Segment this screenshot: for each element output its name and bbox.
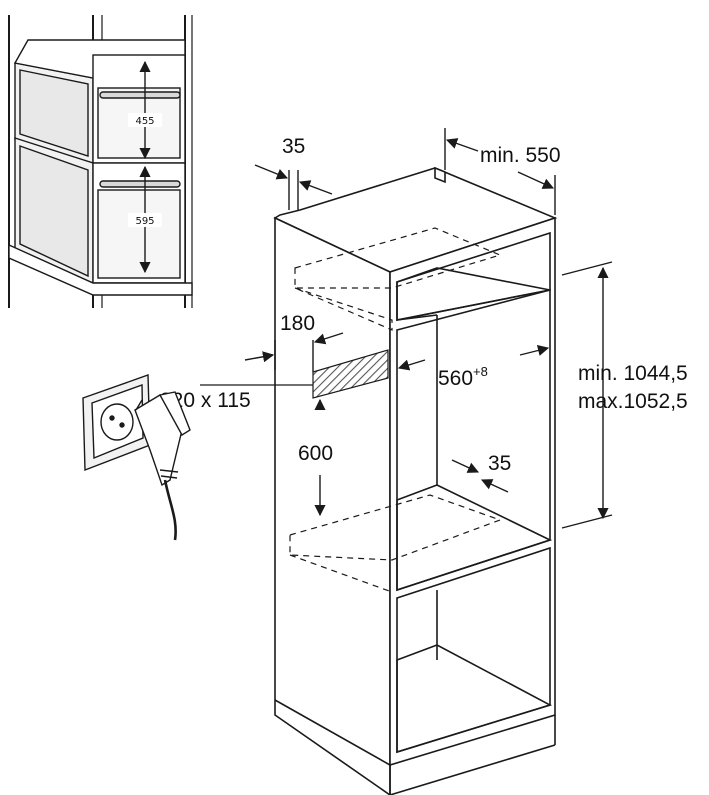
depth-arrow-left bbox=[445, 138, 479, 152]
niche-width-label: 560+8 bbox=[438, 364, 488, 390]
socket-width-label: 180 bbox=[280, 312, 315, 335]
dimension-lines bbox=[244, 128, 613, 529]
cabinet-front-face bbox=[389, 216, 556, 767]
niche-max-height-label: max.1052,5 bbox=[578, 390, 688, 413]
side-gap-arrow-top bbox=[451, 459, 480, 473]
side-gap-arrow-bottom bbox=[480, 479, 509, 493]
socket-area-hatched bbox=[312, 349, 389, 399]
top-gap-label: 35 bbox=[282, 135, 305, 158]
inset-stacked-ovens bbox=[8, 15, 193, 308]
top-gap-arrow-right bbox=[298, 180, 333, 195]
niche-width-arrow-left bbox=[397, 359, 426, 371]
depth-arrow-right bbox=[517, 171, 555, 189]
niche-min-height-label: min. 1044,5 bbox=[578, 362, 688, 385]
inset-lower-height-label: 595 bbox=[135, 216, 154, 227]
dashed-shelf-outlines bbox=[289, 227, 502, 593]
socket-height-label: 600 bbox=[298, 442, 333, 465]
wall-socket-icon bbox=[82, 374, 151, 472]
min-depth-label: min. 550 bbox=[480, 144, 561, 167]
tall-cabinet bbox=[273, 166, 558, 795]
inset-upper-height-label: 455 bbox=[135, 116, 154, 127]
top-gap-arrow-left bbox=[254, 164, 289, 180]
socket-size-label: 320 x 115 bbox=[160, 389, 251, 412]
niche-floor-shelf bbox=[396, 484, 553, 592]
socket-width-arrow bbox=[313, 332, 344, 345]
niche-width-arrow-right bbox=[519, 345, 550, 356]
power-plug-icon bbox=[134, 391, 191, 541]
side-gap-label: 35 bbox=[488, 452, 511, 475]
